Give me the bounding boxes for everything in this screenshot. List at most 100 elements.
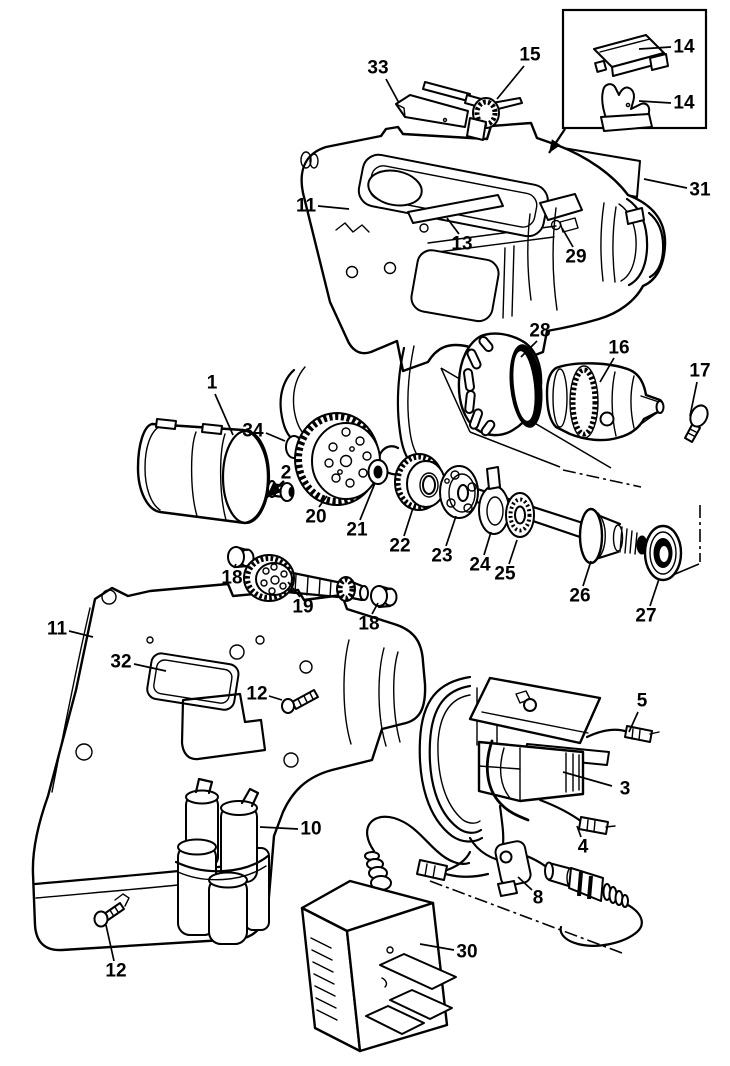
chuck-16-line (611, 371, 617, 437)
wire-lead-4 (538, 798, 616, 835)
part-label-34: 34 (242, 421, 264, 442)
chuck-16 (545, 362, 665, 442)
charger-30-line (379, 953, 457, 990)
keyed-washer-24 (478, 466, 510, 535)
part-label-17: 17 (689, 361, 710, 382)
leader-line-29 (561, 227, 574, 248)
charger-30-line (389, 989, 453, 1020)
housing-window (410, 249, 500, 323)
leader-line-21 (359, 482, 376, 521)
part-label-22: 22 (389, 536, 410, 557)
upper-housing-11-line (612, 206, 617, 283)
charger-30-line (366, 815, 471, 865)
jack-socket-8-line (494, 840, 532, 887)
part-label-12: 12 (246, 684, 267, 705)
upper-housing-11-line (502, 247, 506, 319)
switch-assembly-3-line (477, 740, 585, 803)
wire-lead-4-line (578, 816, 609, 835)
switch-assembly-3-line (481, 711, 589, 734)
bit-stick-33-line (395, 103, 406, 118)
lower-housing-11-line (31, 582, 427, 952)
part-label-32: 32 (110, 652, 131, 673)
leader-line-25 (508, 539, 518, 565)
wire-loop-line (428, 684, 483, 834)
leader-line-12 (268, 695, 283, 701)
keyed-washer-24-line (486, 466, 501, 490)
output-pinion-19-line (268, 587, 276, 595)
upper-housing-11-line (511, 245, 515, 317)
leader-line-15 (496, 65, 525, 100)
output-pinion-19-line (359, 585, 369, 601)
output-pinion-19-line (270, 563, 278, 571)
spindle-front-26-line (629, 530, 633, 554)
leader-line-31 (643, 178, 688, 189)
part-label-33: 33 (367, 58, 388, 79)
clutch-plate-23-line (446, 498, 456, 508)
chuck-16-line (552, 368, 568, 428)
output-pinion-19-line (306, 576, 309, 596)
leader-line-18 (233, 563, 237, 569)
jack-socket-8-line (497, 880, 518, 897)
screw-12-housing (281, 689, 319, 714)
housing-arm-right (396, 346, 414, 466)
part-label-16: 16 (608, 338, 629, 359)
bushing-18-right-line (370, 585, 388, 607)
bushing-18-right-line (377, 604, 392, 609)
output-pinion-19-line (318, 578, 321, 597)
gear-20-line (331, 473, 341, 483)
slide-button-14-line (594, 59, 608, 73)
part-label-23: 23 (431, 546, 452, 567)
output-pinion-19-line (262, 567, 270, 575)
screw-12-battery-line (114, 893, 130, 907)
clutch-plate-23-line (450, 470, 460, 480)
ring-21 (367, 459, 389, 485)
switch-wires-line (432, 865, 436, 879)
chuck-16-line (630, 375, 635, 429)
clutch-plate-23-line (467, 482, 477, 492)
gear-20-line (362, 451, 372, 461)
phantom-lines (429, 367, 701, 954)
part-label-21: 21 (346, 520, 368, 541)
leader-line-11 (68, 630, 94, 638)
charger-30-line (313, 973, 335, 985)
pointer-arrowhead-0 (549, 139, 561, 153)
switch-wires-line (416, 859, 448, 881)
gear-22 (394, 453, 446, 511)
spindle-front-26-line (598, 514, 622, 526)
phantom-lines-line (469, 431, 561, 468)
charger-30-line (381, 977, 388, 988)
slide-button-14-line (649, 53, 669, 71)
leader-line-14 (638, 46, 672, 50)
gear-20-line (311, 422, 381, 500)
chuck-16-line (545, 362, 664, 442)
battery-cells-10-line (220, 800, 258, 816)
chuck-key-15-line (422, 81, 471, 102)
spindle-front-26-line (634, 532, 638, 555)
leader-line-18 (371, 602, 379, 615)
leader-line-34 (265, 432, 286, 442)
housing-arm-left (279, 368, 297, 443)
leader-line-23 (445, 515, 457, 547)
chuck-16-line (640, 395, 660, 403)
output-pinion-19-line (350, 596, 364, 602)
clutch-plate-23-line (444, 478, 450, 484)
output-pinion-19-line (286, 570, 344, 585)
wire-lead-4-line (605, 825, 616, 828)
leader-line-13 (446, 217, 460, 235)
part-label-25: 25 (494, 564, 516, 585)
upper-housing-11 (279, 121, 667, 476)
gear-20-line (341, 427, 351, 437)
lower-housing-11-line (101, 589, 117, 605)
upper-housing-11-line (345, 265, 359, 279)
chuck-16-line (640, 411, 659, 425)
spindle-front-26-line (612, 524, 624, 552)
screw-17-line (687, 432, 695, 437)
output-pinion-19-line (329, 580, 332, 598)
jack-socket-8-line (499, 850, 513, 864)
gear-20-line (339, 454, 353, 468)
wire-loop-line (418, 675, 484, 843)
switch-wires-line (424, 863, 428, 877)
part-label-19: 19 (292, 597, 313, 618)
phantom-lines-line (429, 880, 623, 954)
gear-20-line (355, 436, 365, 446)
